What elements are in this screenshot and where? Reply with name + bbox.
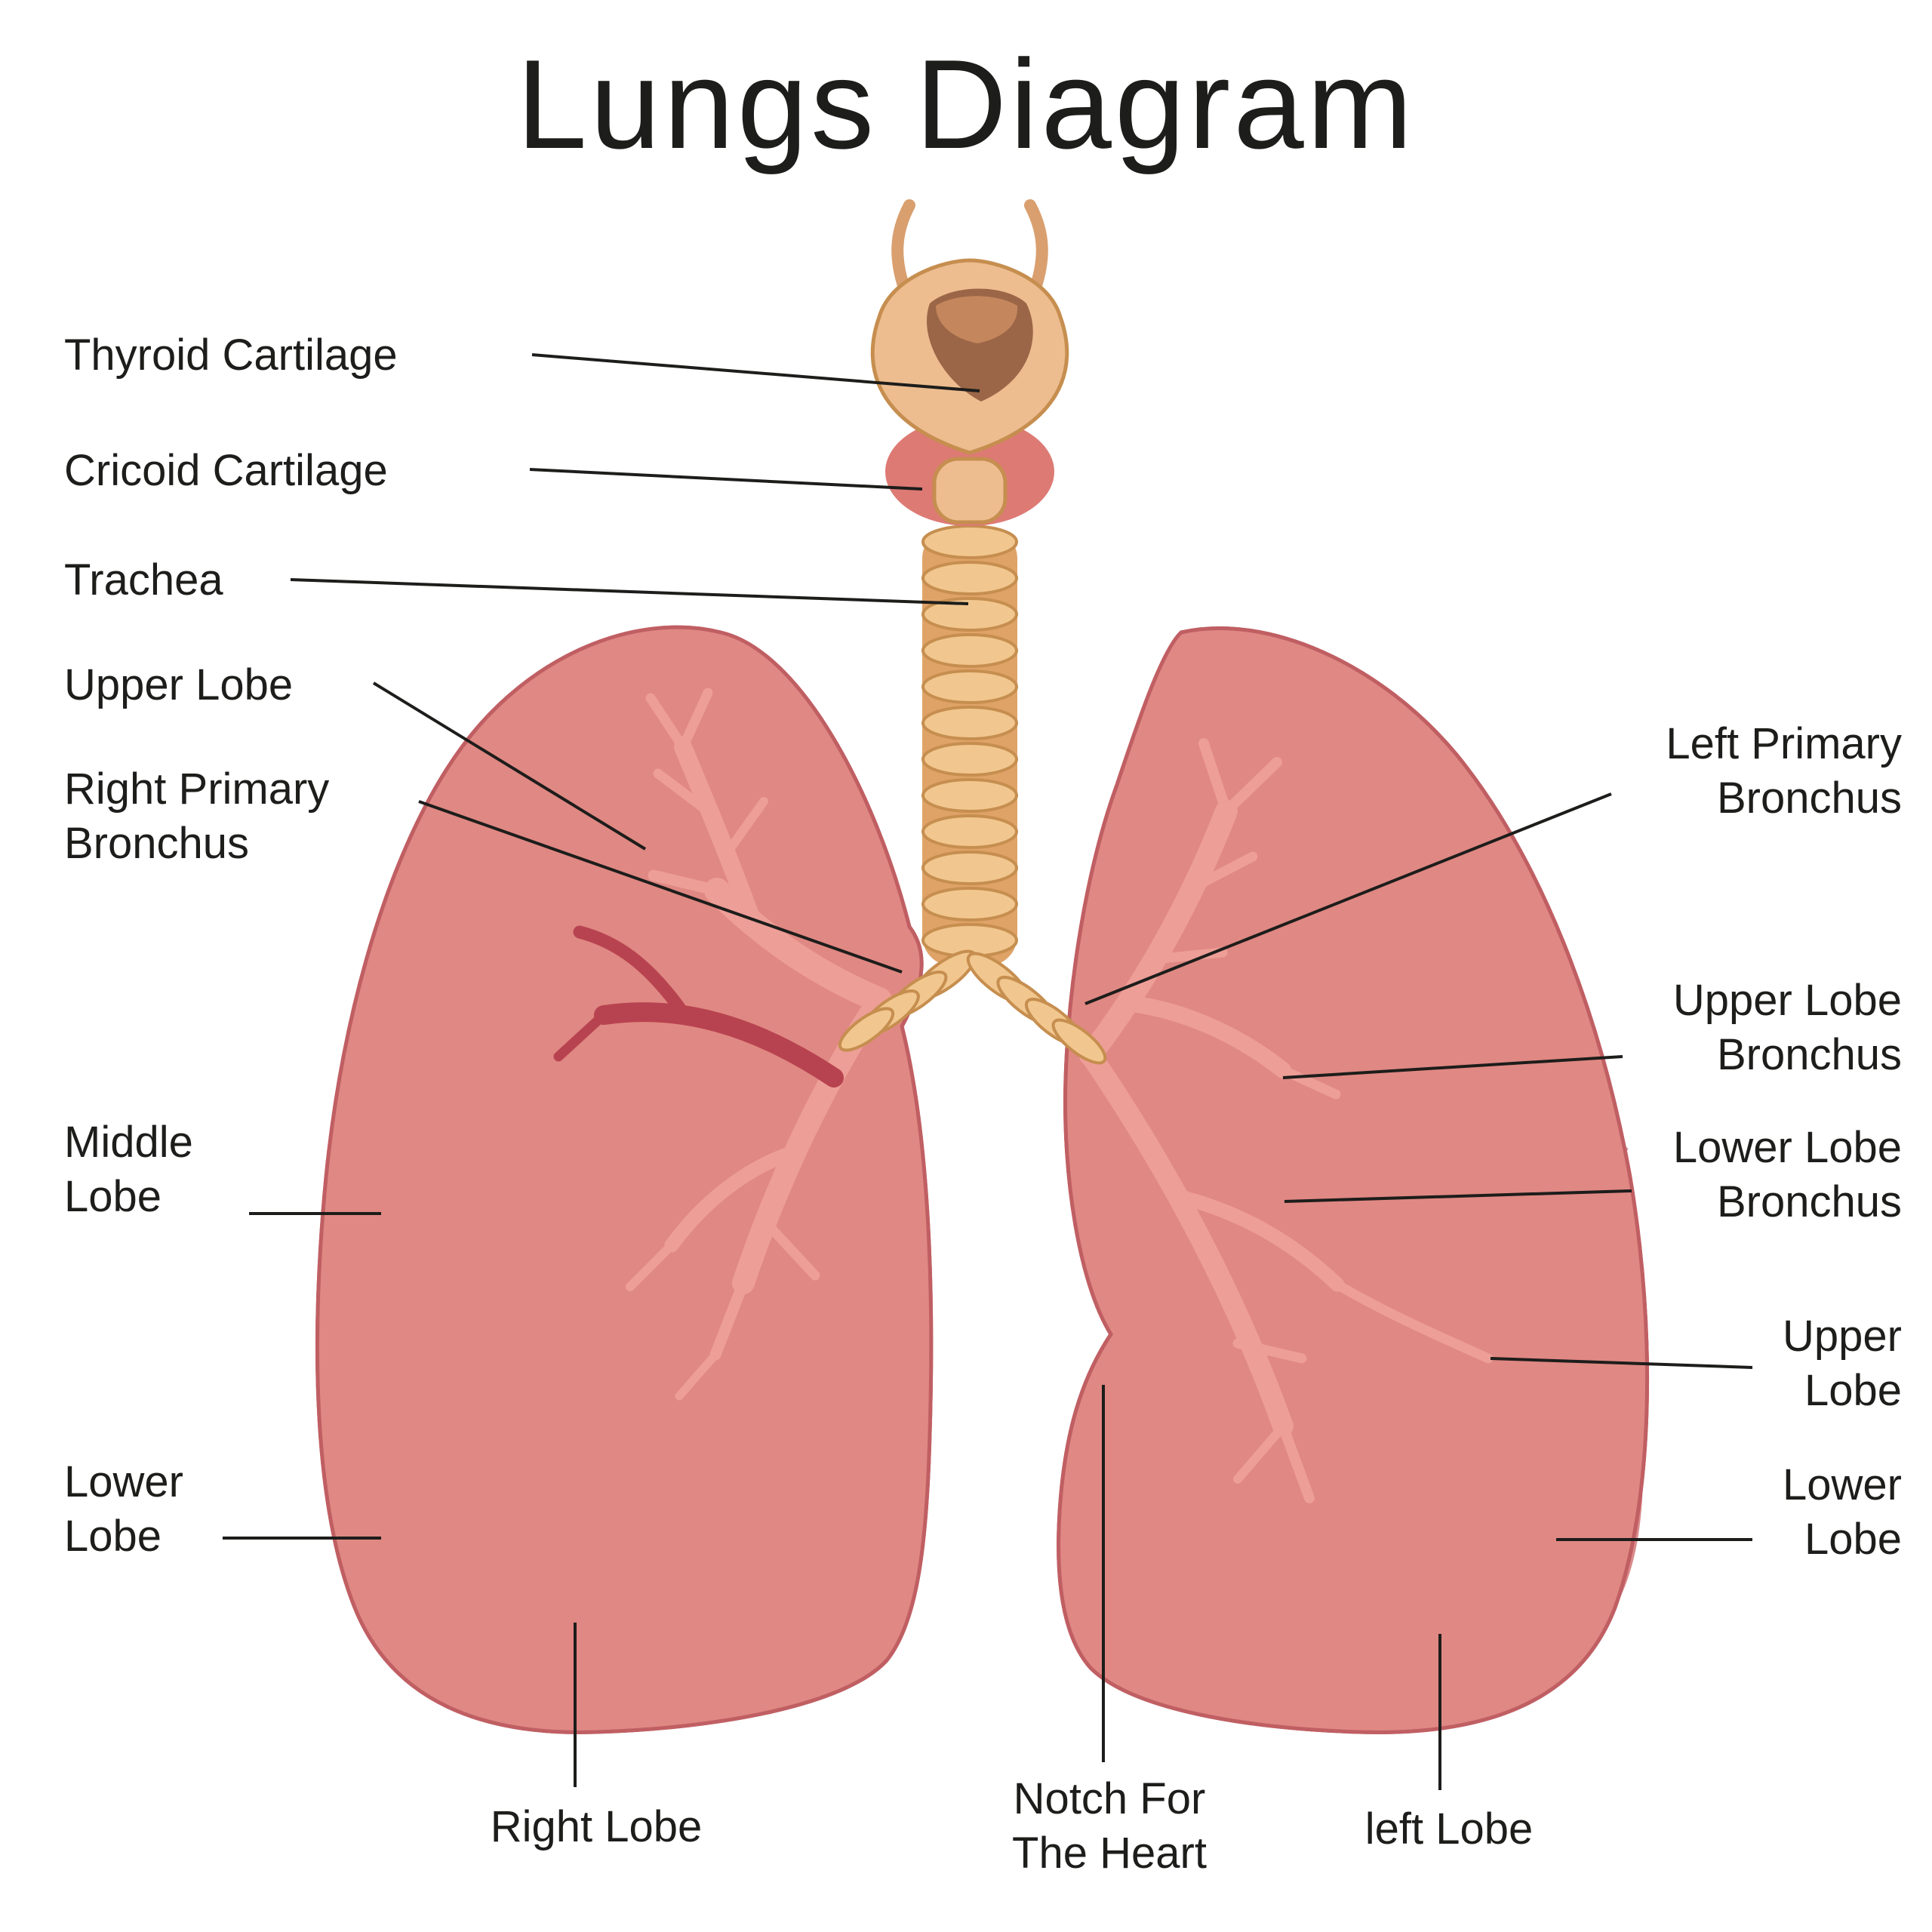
bronchial-tree-left-lung [1079, 738, 1494, 1503]
label-left-primary-bronchus: Left Primary Bronchus [1666, 719, 1902, 823]
larynx [870, 199, 1069, 526]
label-upper-lobe-right-lung: Upper Lobe [64, 660, 294, 709]
label-cricoid-cartilage: Cricoid Cartilage [64, 446, 388, 495]
label-right-primary-bronchus: Right Primary Bronchus [64, 764, 330, 868]
left-main-bronchus [966, 952, 1107, 1065]
label-lower-lobe-bronchus: Lower Lobe Bronchus [1672, 1123, 1902, 1226]
right-lung [318, 627, 931, 1732]
label-upper-lobe-left-lung: Upper Lobe [1783, 1312, 1902, 1415]
bronchial-tree-right-lung [553, 688, 892, 1401]
label-thyroid-cartilage: Thyroid Cartilage [64, 331, 398, 380]
label-trachea: Trachea [64, 555, 223, 605]
label-notch-for-the-heart: Notch For The Heart [1012, 1774, 1207, 1878]
label-lower-lobe-right-lung: Lower Lobe [64, 1457, 183, 1561]
label-right-lobe: Right Lobe [490, 1802, 703, 1851]
cricoid-cartilage-shape [932, 457, 1008, 525]
left-lung [1059, 628, 1647, 1732]
label-lower-lobe-left-lung: Lower Lobe [1783, 1460, 1902, 1564]
page-title: Lungs Diagram [516, 33, 1416, 175]
leader-lines [223, 353, 1753, 1790]
label-left-lobe: left Lobe [1364, 1804, 1534, 1854]
label-middle-lobe: Middle Lobe [64, 1118, 193, 1221]
label-upper-lobe-bronchus: Upper Lobe Bronchus [1672, 976, 1902, 1079]
trachea-tube [838, 525, 1107, 1065]
